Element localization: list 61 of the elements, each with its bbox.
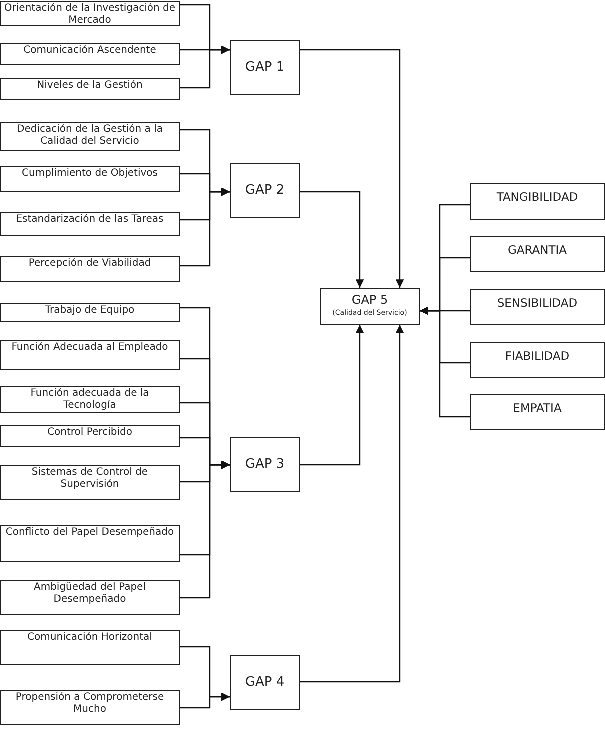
factor-box — [470, 289, 605, 325]
connector-arrow — [180, 46, 230, 89]
box-label: Propensión a Comprometerse Mucho — [14, 692, 166, 716]
connector-arrow — [300, 191, 364, 288]
gap-box — [320, 288, 420, 325]
factor-box — [470, 342, 605, 378]
box-label: Percepción de Viabilidad — [28, 258, 152, 270]
factor-box — [0, 303, 180, 322]
box-label: Niveles de la Gestión — [37, 80, 143, 92]
box-label: Comunicación Ascendente — [24, 45, 156, 57]
box-label: Trabajo de Equipo — [45, 305, 135, 317]
gap-box — [230, 40, 300, 95]
factor-box — [0, 630, 180, 665]
connector-arrow — [300, 325, 364, 466]
box-label: Conflicto del Papel Desempeñado — [6, 527, 174, 539]
box-label: GAP 1 — [245, 60, 285, 75]
box-label: Orientación de la Investigación de Mercado — [4, 3, 176, 27]
factor-box — [0, 256, 180, 282]
box-label: Cumplimiento de Objetivos — [22, 168, 158, 180]
box-label: Función Adecuada al Empleado — [12, 342, 168, 354]
factor-box — [0, 465, 180, 500]
gap-box — [230, 437, 300, 492]
factor-box — [0, 690, 180, 725]
connector-arrow — [180, 188, 230, 267]
connector-arrow — [300, 49, 404, 288]
box-label: Sistemas de Control de Supervisión — [30, 467, 150, 491]
box-label: Función adecuada de la Tecnología — [30, 388, 150, 412]
connector-arrow — [300, 325, 404, 683]
connector-arrow — [180, 460, 230, 599]
box-label: Ambigüedad del Papel Desempeñado — [33, 582, 147, 606]
box-label: GAP 4 — [245, 675, 285, 690]
gap-box — [230, 655, 300, 710]
factor-box — [0, 43, 180, 65]
factor-box — [0, 78, 180, 100]
factor-box — [0, 425, 180, 447]
box-label: EMPATIA — [513, 401, 562, 415]
box-label: Dedicación de la Gestión a la Calidad del Servicio — [16, 124, 164, 148]
factor-box — [0, 1, 180, 26]
box-label: GAP 3 — [245, 457, 285, 472]
box-label: Comunicación Horizontal — [28, 632, 152, 644]
factor-box — [0, 525, 180, 562]
box-label: Control Percibido — [48, 427, 132, 439]
factor-box — [0, 122, 180, 151]
box-label: GAP 5 — [352, 294, 388, 306]
gap-box — [230, 163, 300, 218]
box-label: SENSIBILIDAD — [497, 296, 578, 310]
factor-box — [0, 386, 180, 413]
connector-arrow — [420, 306, 470, 418]
box-label: Estandarización de las Tareas — [16, 214, 164, 226]
box-label: FIABILIDAD — [505, 349, 570, 363]
factor-box — [0, 166, 180, 192]
box-label: GARANTIA — [508, 243, 568, 257]
box-label: TANGIBILIDAD — [496, 190, 578, 204]
factor-box — [470, 183, 605, 220]
connector-arrow — [180, 692, 230, 709]
factor-box — [470, 394, 605, 430]
factor-box — [0, 340, 180, 370]
box-label: GAP 2 — [245, 183, 285, 198]
factor-box — [0, 580, 180, 615]
factor-box — [470, 236, 605, 272]
factor-box — [0, 212, 180, 236]
